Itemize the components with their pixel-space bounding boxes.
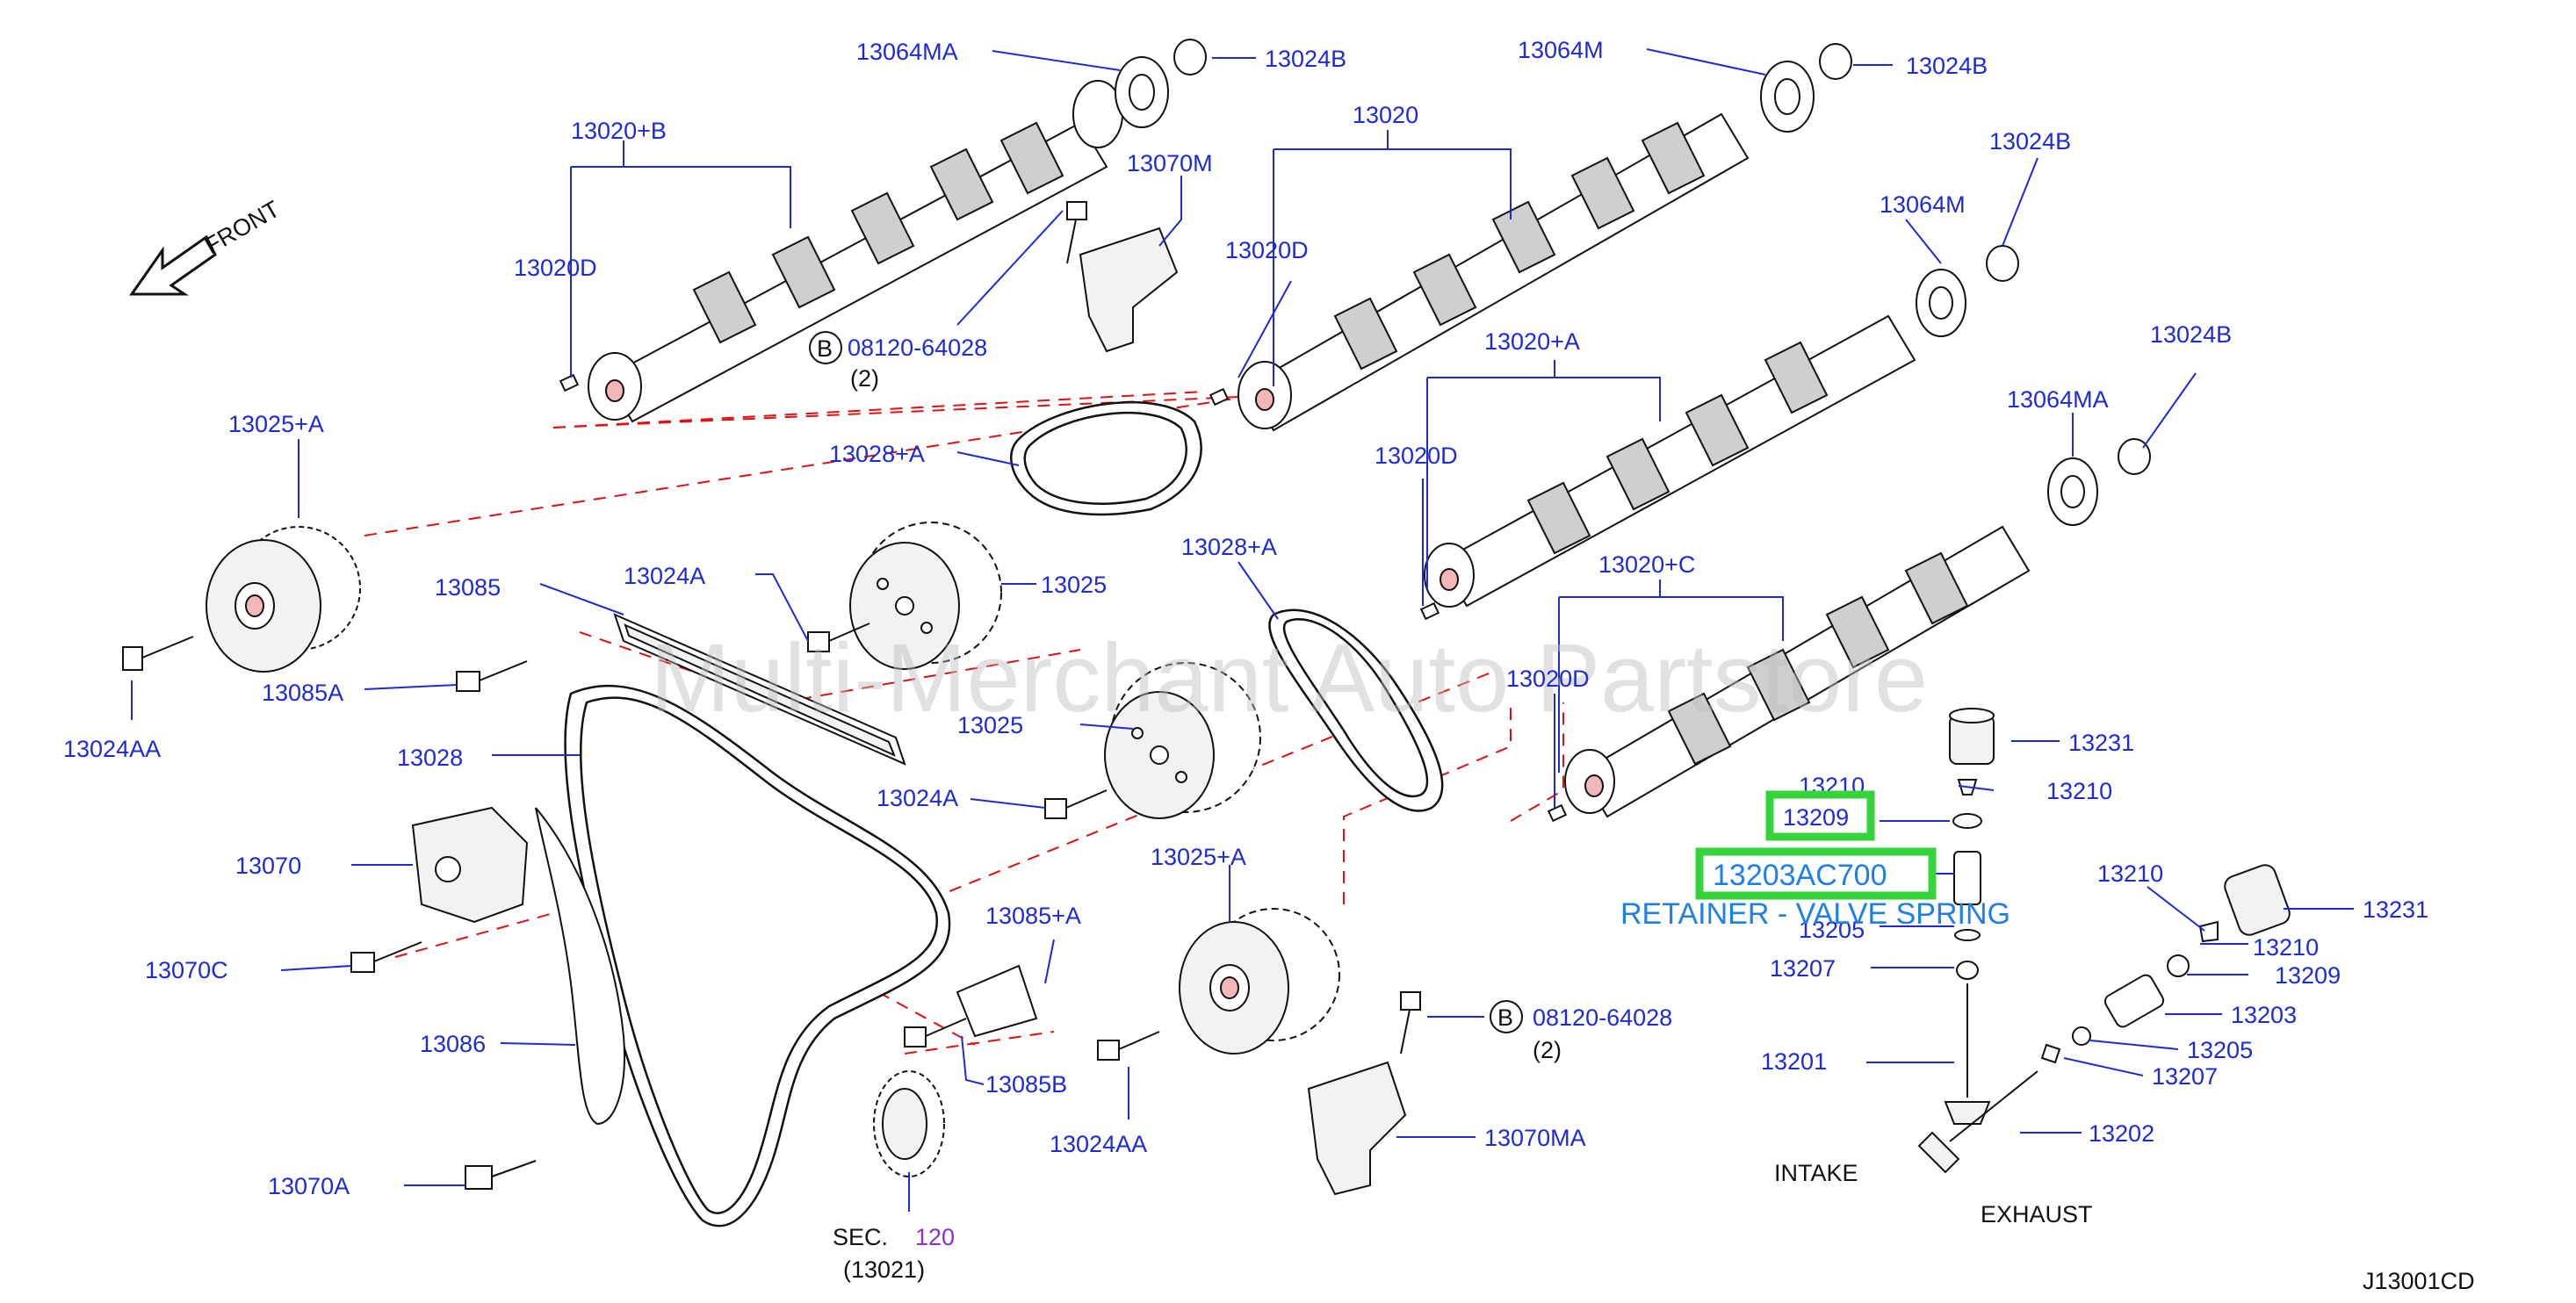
callout-13064M[interactable]: 13064M	[1880, 191, 1966, 218]
callout-13020D[interactable]: 13020D	[514, 255, 597, 281]
callout-13085A[interactable]: 13085A	[262, 680, 343, 706]
b-circle-label: B	[817, 335, 833, 362]
callout-13028A[interactable]: 13028+A	[1181, 534, 1277, 560]
callout-13024AA[interactable]: 13024AA	[1050, 1131, 1147, 1157]
callout-13024B[interactable]: 13024B	[1989, 128, 2071, 155]
callout-13070A[interactable]: 13070A	[268, 1173, 350, 1199]
callout-13207[interactable]: 13207	[1770, 955, 1836, 982]
callout-13086[interactable]: 13086	[420, 1031, 486, 1057]
camshaft-13020[interactable]	[1237, 112, 1750, 432]
callout-13020C[interactable]: 13020+C	[1598, 551, 1695, 578]
callout-13207[interactable]: 13207	[2152, 1063, 2218, 1090]
callout-13205[interactable]: 13205	[1799, 917, 1865, 943]
callout-13070MA[interactable]: 13070MA	[1484, 1125, 1586, 1151]
callout-13025[interactable]: 13025	[1041, 572, 1107, 598]
callout-13210[interactable]: 13210	[2046, 778, 2112, 804]
callout-08120-64028[interactable]: 08120-64028	[848, 335, 987, 361]
callout-13203[interactable]: 13203	[2231, 1002, 2297, 1028]
callout-13210[interactable]: 13210	[2253, 934, 2319, 961]
camshaft-13020B[interactable]	[588, 80, 1123, 423]
diagram-id: J13001CD	[2363, 1268, 2475, 1294]
front-label: FRONT	[200, 196, 285, 259]
callout-13085[interactable]: 13085	[435, 574, 501, 601]
callout-13025A[interactable]: 13025+A	[228, 411, 324, 437]
cam-seals	[1115, 39, 2151, 526]
watermark: Multi-Merchant Auto Partstore	[650, 624, 1928, 732]
valve-parts[interactable]	[1917, 708, 2292, 1174]
chain-13028[interactable]	[564, 685, 951, 1227]
callout-13210[interactable]: 13210	[2097, 860, 2163, 887]
guide-13085A[interactable]	[956, 964, 1038, 1038]
callout-13024A[interactable]: 13024A	[877, 785, 958, 811]
chain-13028A-top[interactable]	[1010, 400, 1202, 516]
chain-13028A-mid[interactable]	[1268, 608, 1444, 812]
callout-13024B[interactable]: 13024B	[1265, 46, 1346, 72]
callout-13209-highlighted[interactable]: 13209	[1783, 804, 1849, 831]
callout-13020[interactable]: 13020	[1353, 102, 1418, 128]
qty-label: (2)	[850, 365, 879, 392]
qty-label: (2)	[1533, 1037, 1562, 1063]
camshaft-13020A[interactable]	[1424, 314, 1916, 608]
callout-13024B[interactable]: 13024B	[1906, 53, 1988, 79]
intake-label: INTAKE	[1774, 1160, 1858, 1186]
sprocket-13025-mid[interactable]	[1104, 662, 1261, 819]
dowel-pins	[559, 373, 1568, 823]
callout-13064MA[interactable]: 13064MA	[2007, 386, 2109, 413]
callout-13070[interactable]: 13070	[235, 853, 301, 879]
callout-13020B[interactable]: 13020+B	[571, 118, 667, 144]
tensioner-13070M[interactable]	[1079, 227, 1179, 353]
callout-08120-64028[interactable]: 08120-64028	[1533, 1004, 1672, 1031]
selected-part-number[interactable]: 13203AC700	[1713, 859, 1887, 892]
crank-sprocket[interactable]	[873, 1070, 945, 1177]
callout-13020D[interactable]: 13020D	[1375, 443, 1458, 469]
sprocket-13025-top[interactable]	[849, 522, 1002, 670]
sprocket-13025A-bot[interactable]	[1179, 908, 1340, 1055]
front-arrow-icon: FRONT	[129, 196, 285, 296]
callout-13085B[interactable]: 13085B	[985, 1071, 1067, 1098]
callout-13209[interactable]: 13209	[2275, 962, 2341, 989]
sec-sub-label: (13021)	[843, 1256, 925, 1283]
callout-13070C[interactable]: 13070C	[145, 957, 228, 983]
callout-13205[interactable]: 13205	[2187, 1037, 2253, 1063]
callout-13202[interactable]: 13202	[2089, 1120, 2154, 1147]
tensioner-13070[interactable]	[411, 806, 529, 924]
callout-13201[interactable]: 13201	[1761, 1048, 1827, 1075]
b-circle-marker: B	[809, 331, 842, 364]
callout-13020D[interactable]: 13020D	[1225, 237, 1309, 263]
callout-13070M[interactable]: 13070M	[1127, 150, 1213, 176]
bolts	[122, 201, 1421, 1190]
callout-13064MA[interactable]: 13064MA	[856, 39, 958, 65]
callout-13020A[interactable]: 13020+A	[1484, 328, 1580, 355]
callout-13064M[interactable]: 13064M	[1518, 37, 1604, 63]
callout-13231[interactable]: 13231	[2363, 896, 2428, 923]
callout-13020D[interactable]: 13020D	[1506, 666, 1590, 692]
guide-13086[interactable]	[535, 807, 625, 1126]
guide-13085[interactable]	[613, 613, 906, 766]
callout-13025[interactable]: 13025	[957, 712, 1023, 738]
selected-part-description: RETAINER - VALVE SPRING	[1620, 897, 2010, 931]
b-circle-label: B	[1497, 1004, 1513, 1031]
callout-13024A[interactable]: 13024A	[624, 563, 705, 589]
exhaust-label: EXHAUST	[1981, 1201, 2093, 1227]
highlighted-part-13203[interactable]: 13203AC700	[1695, 847, 1937, 900]
callout-13024B[interactable]: 13024B	[2150, 321, 2232, 348]
camshaft-13020C[interactable]	[1564, 525, 2031, 818]
sec-label: SEC.	[833, 1224, 888, 1250]
highlighted-part-13209[interactable]: 13209	[1765, 790, 1875, 841]
leader-lines	[131, 48, 2354, 1212]
b-circle-marker: B	[1490, 1000, 1523, 1033]
callout-13028A[interactable]: 13028+A	[829, 441, 925, 467]
sprocket-13025A-top[interactable]	[206, 526, 361, 673]
callout-labels[interactable]: 13064MA 13024B 13064M 13024B 13020+B 130…	[63, 37, 2428, 1199]
callout-13024AA[interactable]: 13024AA	[63, 736, 161, 762]
callout-13025A[interactable]: 13025+A	[1151, 844, 1246, 870]
sec-number-link[interactable]: 120	[915, 1224, 955, 1250]
callout-13231[interactable]: 13231	[2068, 730, 2134, 756]
tensioner-13070MA[interactable]	[1307, 1061, 1407, 1196]
callout-13085A[interactable]: 13085+A	[985, 903, 1081, 929]
callout-13028[interactable]: 13028	[397, 745, 463, 771]
